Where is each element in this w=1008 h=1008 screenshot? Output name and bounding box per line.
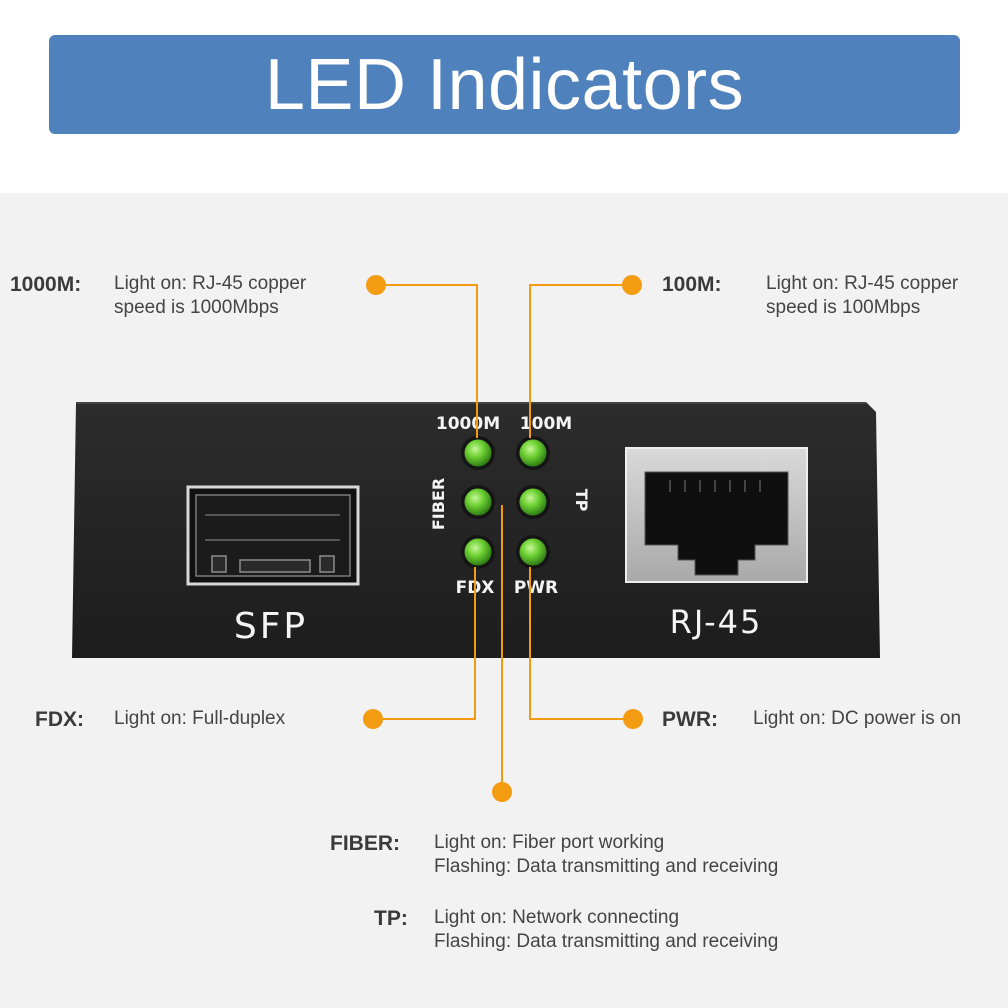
sfp-label: SFP — [234, 606, 308, 647]
leader-fdx — [373, 567, 476, 720]
led-100m — [516, 436, 550, 470]
callout-dot-pwr — [623, 709, 643, 729]
page-title: LED Indicators — [264, 44, 745, 125]
title-banner: LED Indicators — [49, 35, 960, 134]
led-pwr — [516, 535, 550, 569]
callout-label-tp: TP: — [374, 907, 408, 930]
led-1000m — [461, 436, 495, 470]
callout-dot-fiber — [492, 782, 512, 802]
led-fdx — [461, 535, 495, 569]
callout-dot-1000m — [366, 275, 386, 295]
led-fiber — [461, 485, 495, 519]
callout-desc-tp: Light on: Network connecting Flashing: D… — [434, 907, 779, 952]
callout-label-1000m: 1000M: — [10, 273, 82, 296]
diagram-panel: SFP RJ-45 1000M 100M FIBER TP FDX PWR — [0, 193, 1008, 1008]
callout-label-fiber: FIBER: — [330, 832, 400, 855]
callout-label-100m: 100M: — [662, 273, 722, 296]
callout-desc-fiber: Light on: Fiber port working Flashing: D… — [434, 832, 779, 877]
leader-pwr — [529, 567, 633, 720]
led-tp — [516, 485, 550, 519]
callout-desc-100m: Light on: RJ-45 copper speed is 100Mbps — [766, 273, 959, 318]
device-diagram: SFP RJ-45 1000M 100M FIBER TP FDX PWR — [72, 275, 880, 802]
led-label-pwr: PWR — [514, 578, 558, 598]
callout-desc-fdx: Light on: Full-duplex — [114, 708, 286, 729]
rj45-port — [625, 447, 808, 583]
led-label-100m: 100M — [520, 414, 572, 434]
rj45-label: RJ-45 — [670, 603, 763, 641]
leader-100m — [529, 284, 632, 438]
led-label-tp: TP — [572, 489, 591, 512]
leader-1000m — [376, 284, 478, 438]
sfp-port — [186, 485, 360, 586]
callout-dot-100m — [622, 275, 642, 295]
led-label-1000m: 1000M — [436, 414, 500, 434]
callout-label-pwr: PWR: — [662, 708, 718, 731]
callout-desc-pwr: Light on: DC power is on — [753, 708, 962, 729]
callout-dot-fdx — [363, 709, 383, 729]
callout-label-fdx: FDX: — [35, 708, 84, 731]
callout-desc-1000m: Light on: RJ-45 copper speed is 1000Mbps — [114, 273, 307, 318]
led-label-fiber: FIBER — [429, 478, 448, 530]
